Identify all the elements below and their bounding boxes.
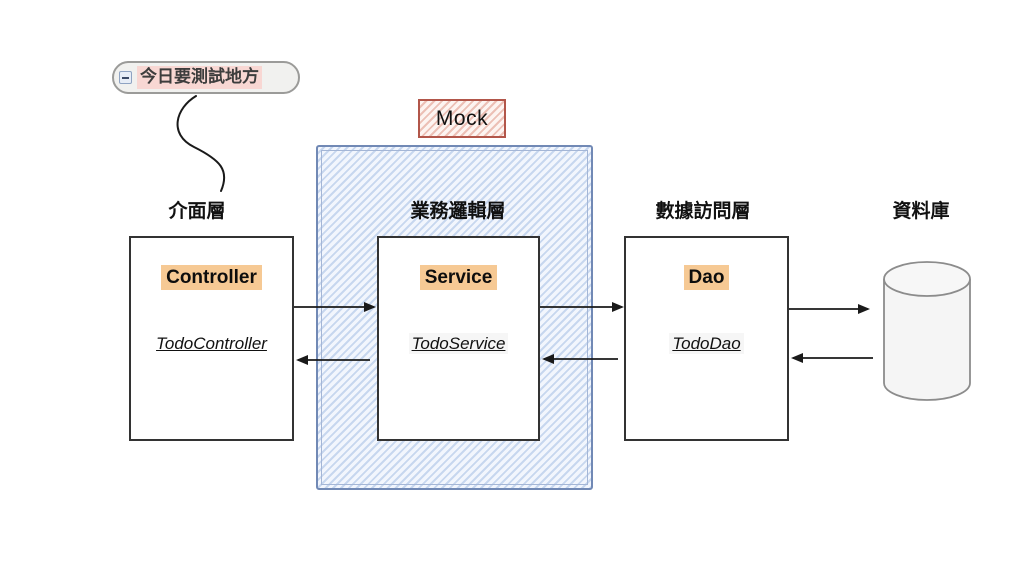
controller-label: Controller <box>161 265 262 290</box>
mock-tag[interactable]: Mock <box>418 99 506 138</box>
service-box[interactable]: Service TodoService <box>377 236 540 441</box>
database-cylinder-icon[interactable] <box>881 257 973 407</box>
callout-note[interactable]: 今日要測試地方 <box>112 61 300 94</box>
service-label: Service <box>419 265 498 290</box>
layer-title-business: 業務邏輯層 <box>410 201 506 222</box>
callout-connector <box>176 95 226 192</box>
mock-label: Mock <box>435 106 489 130</box>
todo-controller-label: TodoController <box>156 334 267 353</box>
collapse-minus-icon[interactable] <box>119 71 132 84</box>
dao-box[interactable]: Dao TodoDao <box>624 236 789 441</box>
layer-title-data-access: 數據訪問層 <box>655 201 751 222</box>
dao-label: Dao <box>683 265 730 290</box>
todo-dao-label: TodoDao <box>669 333 744 354</box>
layer-title-interface: 介面層 <box>168 201 226 222</box>
callout-text: 今日要測試地方 <box>137 66 262 89</box>
controller-box[interactable]: Controller TodoController <box>129 236 294 441</box>
todo-service-label: TodoService <box>408 333 509 354</box>
layer-title-database: 資料庫 <box>892 201 950 222</box>
